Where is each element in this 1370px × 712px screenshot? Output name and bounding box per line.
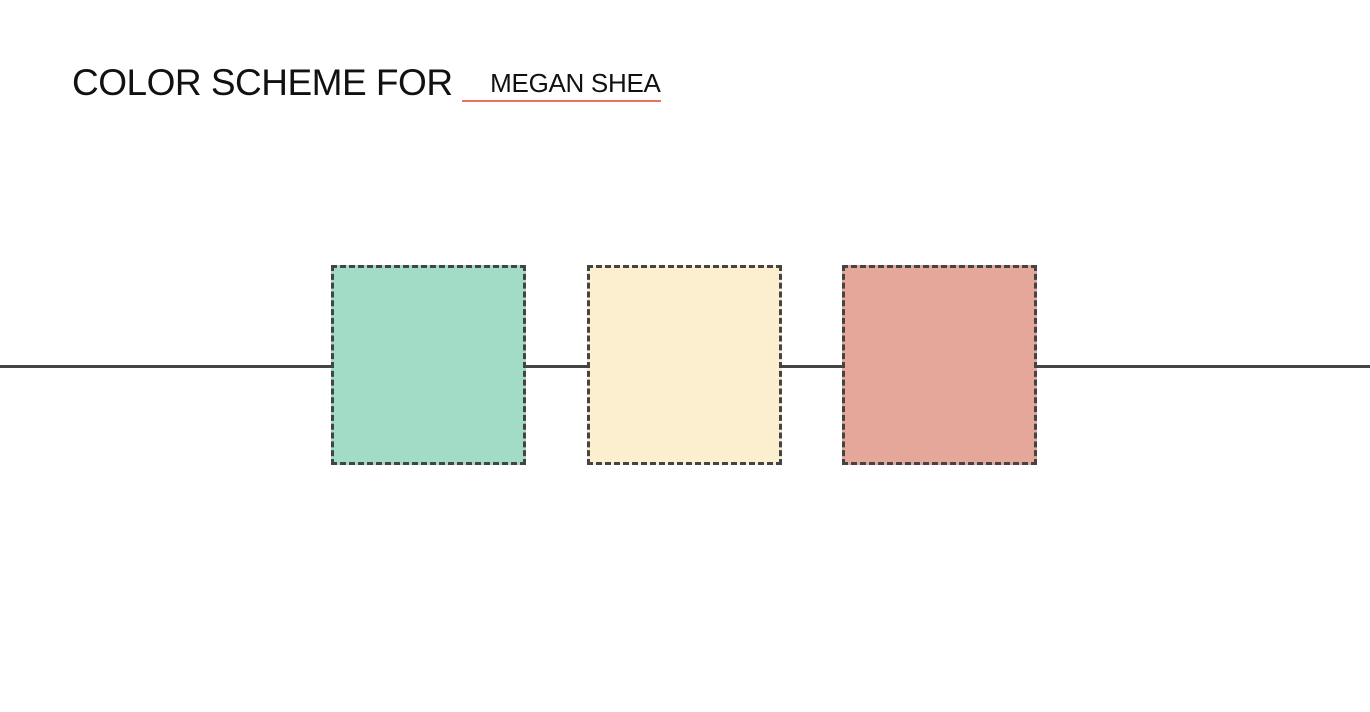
page-title: COLOR SCHEME FOR [72,62,453,103]
color-swatch-1[interactable] [331,265,526,465]
name-input[interactable] [461,66,661,102]
color-swatch-3[interactable] [842,265,1037,465]
color-swatch-2[interactable] [587,265,782,465]
header: COLOR SCHEME FOR [72,58,661,108]
